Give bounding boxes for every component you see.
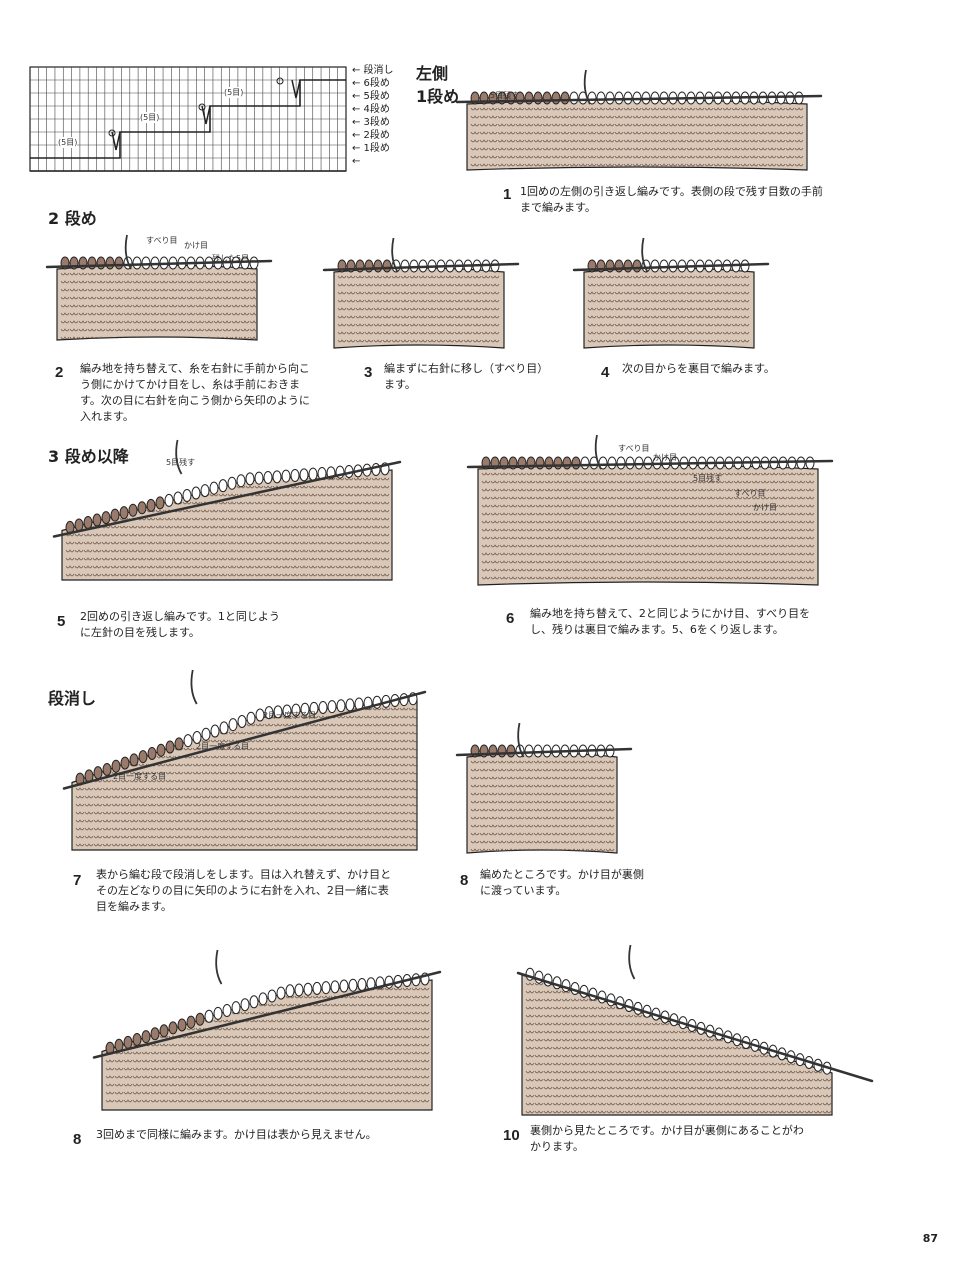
step-num: 10: [503, 1127, 520, 1144]
step-num: 3: [364, 364, 373, 381]
step-num: 8: [460, 872, 469, 889]
label-slip: すべり目: [618, 444, 650, 453]
row-label: ← 4段め: [352, 104, 390, 115]
step-text: 3回めまで同様に編みます。かけ目は表から見えません。: [96, 1128, 377, 1141]
step-text: 表から編む段で段消しをします。目は入れ替えず、かけ目とその左どなりの目に矢印のよ…: [96, 868, 392, 913]
label-five-left: 5目残す: [693, 474, 723, 483]
section-left-side: 左側: [416, 64, 449, 83]
count-label-1: (5目): [58, 137, 78, 148]
step-num: 7: [73, 872, 82, 889]
row-label: ← 3段め: [352, 117, 390, 128]
count-label-2: (5目): [140, 112, 160, 123]
chart-row-labels: ← 段消し ← 6段め ← 5段め ← 4段め ← 3段め ← 2段め ← 1段…: [352, 64, 394, 168]
step-num: 2: [55, 364, 64, 381]
step-text: 編めたところです。かけ目が裏側に渡っています。: [480, 868, 644, 897]
step-num: 8: [73, 1131, 82, 1148]
row-label: ← 1段め: [352, 143, 390, 154]
row-label: ← 6段め: [352, 78, 390, 89]
label-yarnover: かけ目: [753, 503, 777, 512]
knit-illustration-7: [62, 669, 427, 851]
step-text: 編み地を持ち替えて、糸を右針に手前から向こう側にかけてかけ目をし、糸は手前におき…: [80, 362, 310, 423]
knit-illustration-4: [572, 237, 770, 349]
row-label: ← 2段め: [352, 130, 390, 141]
step-num: 4: [601, 364, 610, 381]
count-label-3: (5目): [224, 87, 244, 98]
short-row-chart: [29, 66, 347, 172]
knit-illustration-5: [52, 439, 402, 581]
knit-illustration-6: [466, 434, 834, 586]
label-k2tog: 2目一度する目: [113, 772, 167, 781]
label-five-left: 5目残す: [166, 458, 196, 467]
row-label: ← 段消し: [352, 65, 394, 76]
knit-illustration-2: [45, 234, 273, 341]
knit-illustration-8b: [92, 949, 442, 1111]
page-number: 87: [922, 1232, 938, 1245]
label-five-left: 5目残す: [490, 91, 520, 100]
label-slip: すべり目: [734, 489, 766, 498]
label-yarnover: かけ目: [184, 241, 208, 250]
section-row3plus: 3 段め以降: [48, 447, 129, 466]
step-text: 2回めの引き返し編みです。1と同じように左針の目を残します。: [80, 610, 280, 639]
label-five-kept: 残した5目: [212, 254, 250, 263]
step-text: 1回めの左側の引き返し編みです。表側の段で残す目数の手前まで編みます。: [520, 185, 823, 214]
label-yarnover: かけ目: [653, 453, 677, 462]
knit-illustration-3: [322, 237, 520, 349]
section-row1: 1段め: [416, 87, 460, 106]
label-slip: すべり目: [146, 236, 178, 245]
knit-illustration-10: [516, 944, 874, 1116]
section-bindoff: 段消し: [48, 689, 97, 708]
row-label: ←: [352, 156, 361, 167]
knit-illustration-1: [455, 69, 823, 171]
knit-illustration-8a: [455, 722, 633, 854]
step-text: 裏側から見たところです。かけ目が裏側にあることがわかります。: [530, 1124, 804, 1153]
section-row2: 2 段め: [48, 209, 97, 228]
step-text: 編まずに右針に移し（すべり目）ます。: [384, 362, 549, 391]
step-text: 編み地を持ち替えて、2と同じようにかけ目、すべり目をし、残りは裏目で編みます。5…: [530, 607, 811, 636]
step-text: 次の目からを裏目で編みます。: [622, 362, 775, 375]
step-num: 5: [57, 613, 66, 630]
row-label: ← 5段め: [352, 91, 390, 102]
label-k2tog: 2目一度する目: [196, 742, 250, 751]
step-num: 1: [503, 186, 512, 203]
label-k2tog: 2目一度する目: [263, 711, 317, 720]
step-num: 6: [506, 610, 515, 627]
